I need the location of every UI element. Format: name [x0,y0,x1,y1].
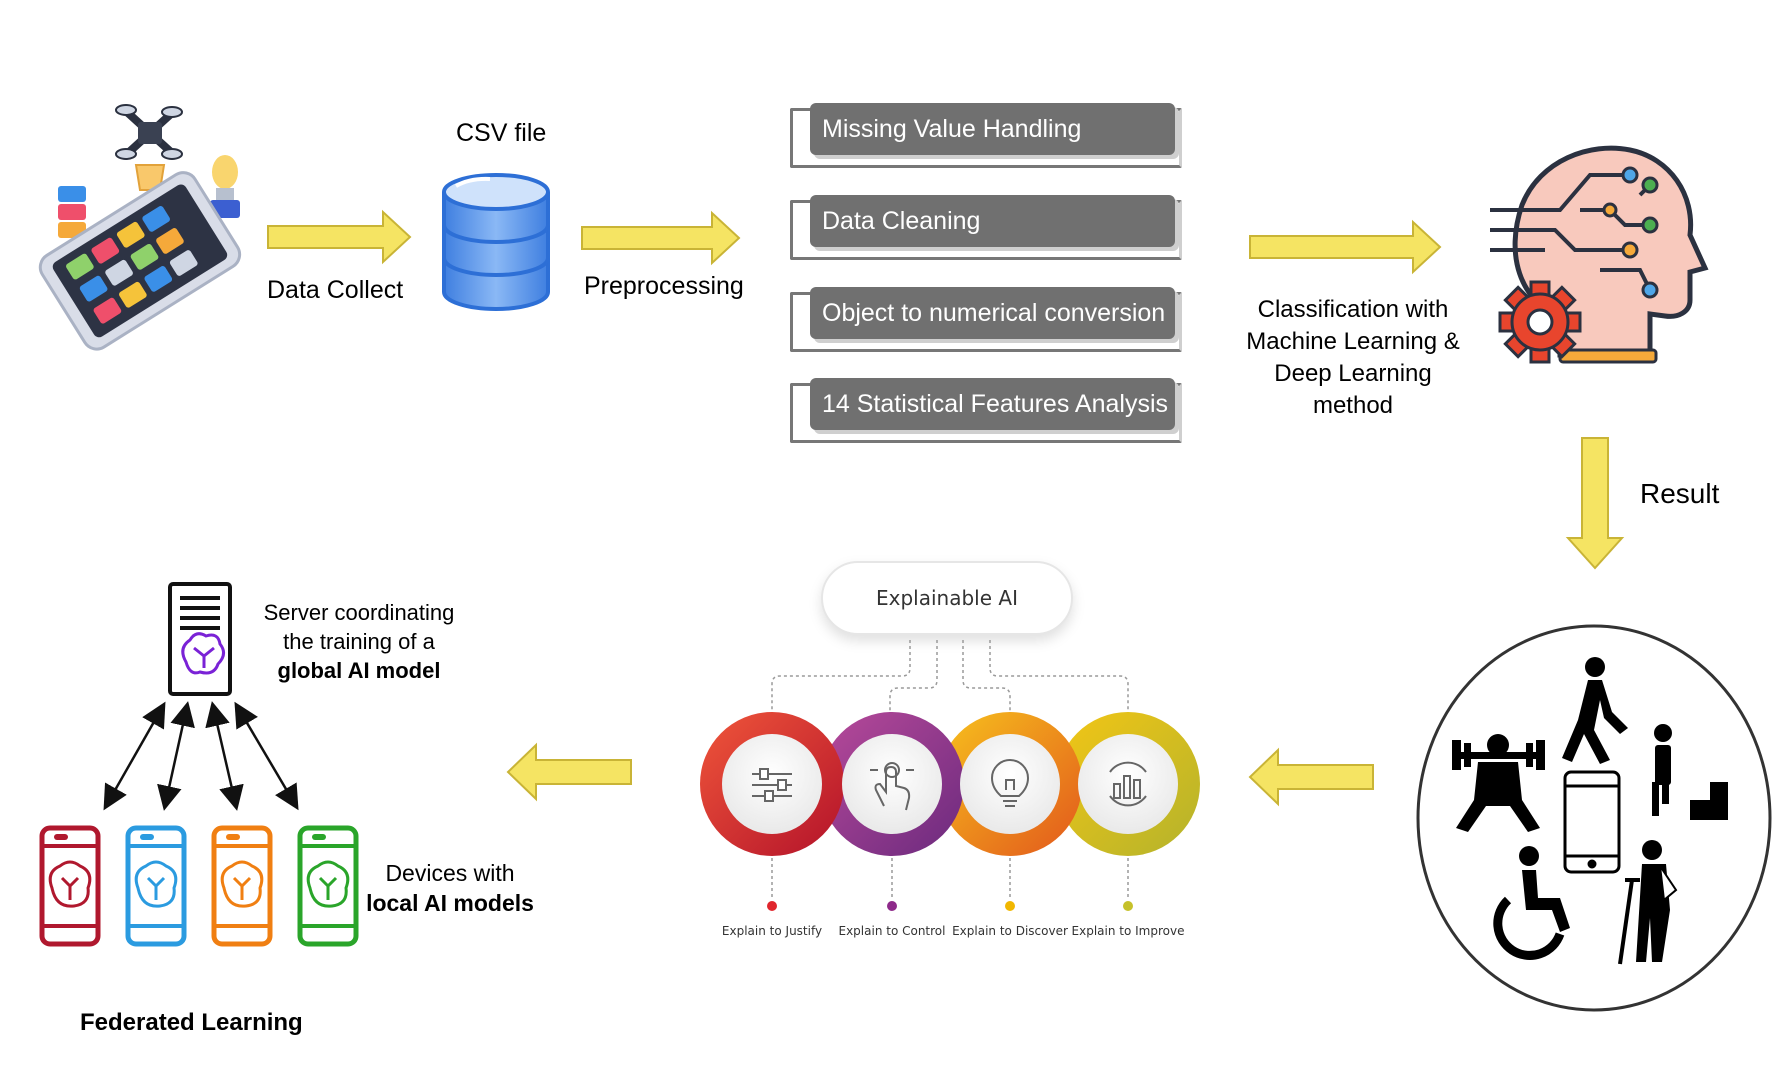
server-text-line-1: Server coordinating [263,600,455,625]
devices-description: Devices with local AI models [360,858,540,918]
step-object-conversion: Object to numerical conversion [810,287,1175,339]
arrow-xai-to-federated [506,742,632,802]
arrow-csv-to-preprocessing [581,210,741,266]
stacked-cubes-icon [58,186,86,238]
csv-file-label: CSV file [456,119,547,147]
hand-touch-icon [870,762,914,811]
ai-head-gear-icon [1490,145,1709,364]
devices-text-bold: local AI models [366,890,534,916]
database-cylinder-icon [442,173,550,311]
federated-learning-label: Federated Learning [80,1009,303,1036]
drone-icon [115,104,183,191]
preprocessing-label: Preprocessing [584,272,744,300]
result-label: Result [1640,478,1720,509]
arrow-collect-to-csv [267,209,412,265]
arrow-activities-to-xai [1248,747,1374,807]
arrow-preprocessing-to-classification [1249,219,1442,275]
client-device-icon [297,825,359,947]
activity-recognition-circle [1416,624,1772,1012]
federated-server-icon [168,582,232,696]
classification-label: Classification with Machine Learning & D… [1228,294,1478,422]
explainable-ai-title: Explainable AI [876,586,1018,610]
classification-line-3: Deep Learning [1274,360,1432,387]
federated-arrows [103,701,299,811]
data-collect-illustration-icon [38,104,242,351]
brain-chip-icon [181,632,225,675]
step-missing-values: Missing Value Handling [810,103,1175,155]
wheelchair-icon [1493,846,1570,960]
growth-chart-icon [1109,761,1147,807]
caption-explain-justify: Explain to Justify [721,924,823,938]
caption-explain-improve: Explain to Improve [1071,924,1185,938]
server-text-line-2: the training of a [283,629,435,654]
classification-line-2: Machine Learning & [1246,328,1460,355]
devices-text-line-1: Devices with [385,860,515,886]
crutch-injury-icon [1618,840,1678,965]
data-collect-label: Data Collect [267,276,404,304]
sliders-icon [752,768,792,802]
caption-explain-control: Explain to Control [838,924,946,938]
classification-line-1: Classification with [1257,296,1449,323]
client-device-icon [125,825,187,947]
client-device-icon [211,825,273,947]
weightlifting-icon [1452,734,1545,832]
walking-icon [1562,657,1628,764]
classification-line-4: method [1312,392,1394,419]
step-statistical-features: 14 Statistical Features Analysis [810,378,1175,430]
stairs-icon [1652,724,1728,820]
explainable-ai-panel [700,561,1200,911]
step-data-cleaning: Data Cleaning [810,195,1175,247]
tablet-icon [38,171,242,351]
arrow-result-down [1565,437,1625,570]
server-text-bold: global AI model [277,658,441,683]
server-description: Server coordinating the training of a gl… [234,598,484,685]
client-device-icon [39,825,101,947]
caption-explain-discover: Explain to Discover [952,924,1068,938]
smartphone-icon [1563,770,1621,874]
lightbulb-icon [990,759,1030,807]
